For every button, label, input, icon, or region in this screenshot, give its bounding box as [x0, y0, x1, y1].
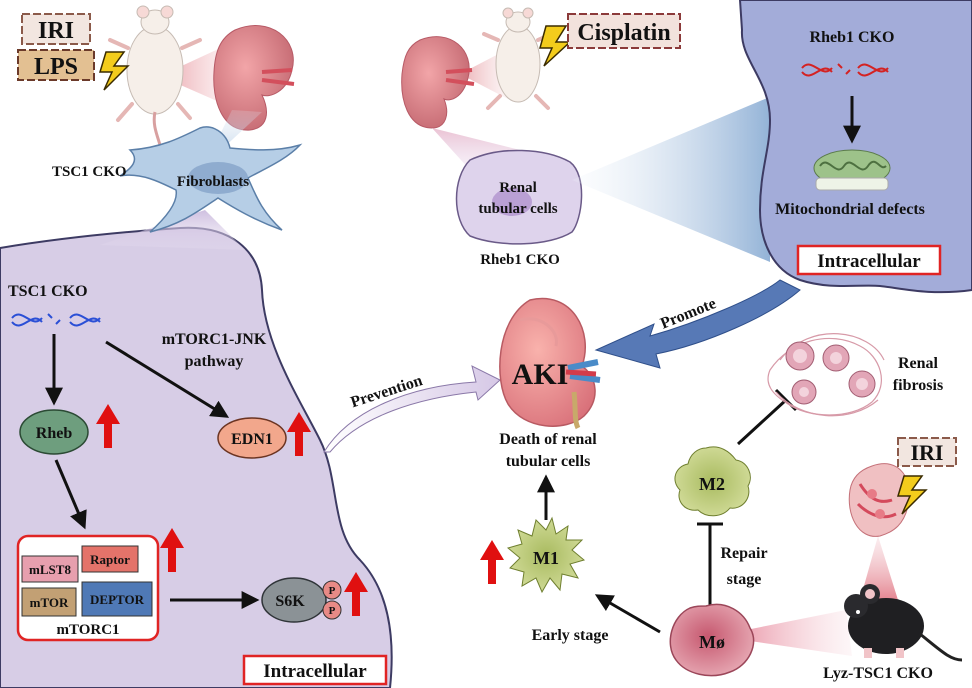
renal-fibrosis-line1: Renal: [898, 355, 939, 372]
phospho-badge-2: [322, 600, 342, 620]
fan-mo-to-mouse: [716, 610, 852, 656]
lps-label: LPS: [34, 54, 78, 80]
renal-tubular-line1: Renal: [499, 180, 537, 196]
early-stage-label: Early stage: [532, 627, 609, 644]
cisplatin-badge: Cisplatin: [567, 13, 681, 49]
deptor-label: DEPTOR: [90, 592, 145, 607]
renal-tubular-line2: tubular cells: [478, 201, 557, 217]
s6k-node: [261, 577, 327, 623]
mlst8-box: [21, 555, 79, 583]
dna-broken-icon-right: [801, 63, 889, 77]
iri-badge-top: IRI: [21, 13, 91, 45]
edn1-node: [217, 417, 287, 459]
arrow-mo-to-m1: [594, 594, 661, 634]
aki-label: AKI: [512, 358, 569, 391]
kidney-top-center: [401, 36, 475, 129]
p2-label: P: [329, 605, 336, 617]
rheb-node: [19, 409, 89, 455]
mitochondrion-icon: [813, 149, 891, 191]
arrow-dna-to-edn1: [105, 340, 230, 418]
kidney-top-left: [213, 25, 295, 131]
m1-label: M1: [533, 548, 559, 568]
mouse-top-center: [482, 7, 554, 110]
fibroblast-nucleus: [188, 162, 248, 194]
fibroblasts-label: Fibroblasts: [177, 174, 249, 190]
fan-kidney-to-mouse: [860, 536, 898, 600]
rheb1-cko-top-label: Rheb1 CKO: [810, 29, 895, 46]
mtorc1-jnk-line1: mTORC1-JNK: [162, 331, 267, 348]
macrophage-label: Mø: [699, 632, 725, 652]
up-arrow-rheb: [96, 404, 120, 448]
lyz-tsc1-cko-label: Lyz-TSC1 CKO: [823, 665, 933, 682]
death-line1: Death of renal: [499, 431, 597, 448]
iri-label-top: IRI: [38, 18, 74, 44]
s6k-label: S6K: [275, 593, 305, 610]
cisplatin-label: Cisplatin: [577, 20, 670, 46]
iri-badge-right: IRI: [897, 437, 957, 467]
right-cell-membrane: [738, 0, 972, 294]
black-mouse: [844, 584, 963, 662]
iri-right-label: IRI: [910, 440, 943, 465]
dna-broken-icon-left: [11, 313, 101, 327]
arrow-rheb-to-mtorc1: [54, 459, 87, 530]
intracellular-badge-right: Intracellular: [796, 244, 942, 276]
up-arrow-s6k: [344, 572, 368, 616]
raptor-box: [81, 545, 139, 573]
mito-defects-label: Mitochondrial defects: [775, 201, 925, 218]
repair-line1: Repair: [720, 545, 767, 562]
rheb-label: Rheb: [36, 425, 73, 442]
m1-cell: [506, 516, 586, 594]
repair-line2: stage: [727, 571, 762, 588]
intracellular-badge-left: Intracellular: [242, 654, 388, 686]
phospho-badge-1: [322, 580, 342, 600]
rheb1-cko-bottom-label: Rheb1 CKO: [480, 252, 560, 268]
raptor-label: Raptor: [90, 552, 130, 567]
mtor-label: mTOR: [30, 595, 69, 610]
mtor-box: [21, 587, 77, 617]
m2-cell: [674, 446, 751, 517]
lightning-icon-cisplatin: [539, 25, 572, 67]
up-arrow-edn1: [287, 412, 311, 456]
lps-badge: LPS: [17, 49, 95, 81]
death-line2: tubular cells: [506, 453, 591, 470]
intracellular-right-label: Intracellular: [817, 251, 921, 272]
promote-arrow: [594, 279, 801, 369]
p1-label: P: [329, 585, 336, 597]
mtorc1-label: mTORC1: [56, 622, 119, 638]
mtorc1-jnk-line2: pathway: [185, 353, 244, 370]
inhibit-m2-fibrosis: [736, 398, 788, 446]
tubular-nucleus: [492, 188, 532, 216]
tsc1-cko-left-label: TSC1 CKO: [8, 283, 88, 300]
up-arrow-m1: [480, 540, 504, 584]
fan-tubular-to-right-cell: [572, 96, 772, 262]
m2-label: M2: [699, 474, 725, 494]
fan-kidney-to-tubular: [432, 128, 520, 170]
deptor-box: [81, 581, 153, 617]
macrophage-cell: [669, 603, 755, 677]
renal-fibrosis-line2: fibrosis: [893, 377, 943, 394]
lightning-icon-top: [98, 51, 130, 91]
edn1-label: EDN1: [231, 431, 273, 448]
mlst8-label: mLST8: [29, 562, 71, 577]
up-arrow-mtorc1: [160, 528, 184, 572]
mouse-top-left: [108, 5, 202, 176]
lightning-icon-right: [896, 475, 928, 515]
tsc1-cko-top-label: TSC1 CKO: [52, 164, 127, 180]
aki-kidney: [499, 297, 601, 430]
kidney-iri-right: [848, 463, 910, 537]
fan-fibroblast-to-cell: [100, 210, 245, 250]
renal-fibrosis-icon: [767, 333, 885, 417]
intracellular-left-label: Intracellular: [263, 661, 367, 682]
